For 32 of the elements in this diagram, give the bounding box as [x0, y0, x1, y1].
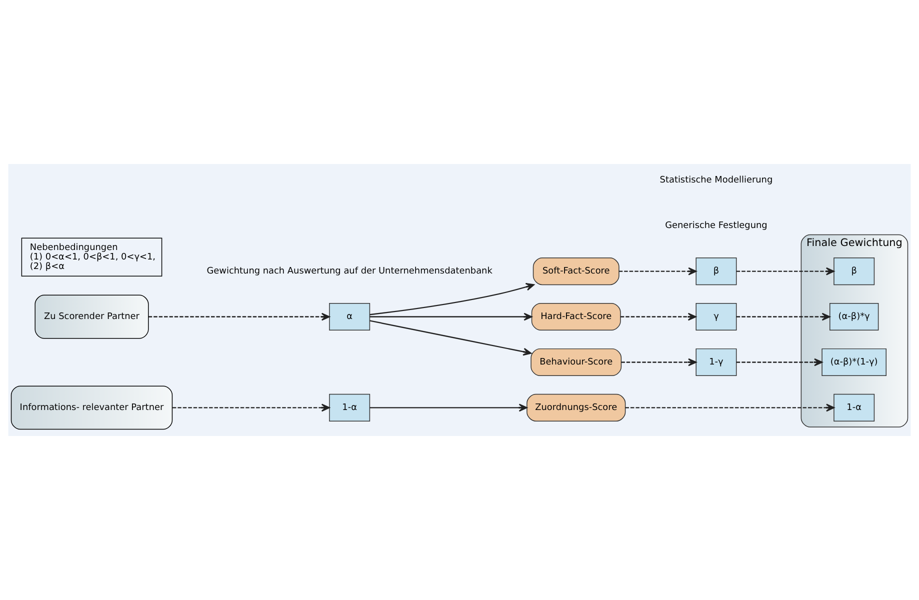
arrow: [620, 312, 696, 321]
node-box: γ: [696, 302, 737, 331]
arrow: [736, 267, 834, 276]
label: Statistische Modellierung: [660, 176, 773, 186]
arrow: [148, 312, 330, 321]
node-box: Nebenbedingungen (1) 0<α<1, 0<β<1, 0<γ<1, (2) β<α: [21, 238, 162, 277]
arrow: [370, 404, 528, 412]
arrow: [625, 404, 835, 412]
arrow: [370, 320, 532, 356]
node-box: (α-β)*(1-γ): [822, 348, 886, 376]
arrow: [370, 283, 534, 316]
node-box: 1-α: [329, 394, 370, 422]
node-box: α: [329, 302, 370, 331]
label: Gewichtung nach Auswertung auf der Unternehmensdatenbank: [206, 266, 492, 277]
node-box: Soft-Fact-Score: [532, 258, 620, 286]
arrow: [736, 358, 823, 366]
node-box: 1-γ: [696, 348, 737, 376]
node-box: Zu Scorender Partner: [34, 294, 149, 339]
node-box: β: [696, 258, 737, 286]
node-box: β: [834, 258, 875, 286]
node-box: (α-β)*γ: [830, 302, 879, 331]
node-box: Behaviour-Score: [530, 348, 622, 376]
node-box: Informations- relevanter Partner: [10, 386, 173, 430]
node-box: 1-α: [834, 394, 875, 422]
arrow: [736, 312, 830, 321]
node-box: Hard-Fact-Score: [531, 302, 621, 331]
arrow: [172, 404, 330, 412]
arrow: [621, 358, 697, 366]
label: Generische Festlegung: [665, 221, 768, 232]
arrow: [370, 312, 532, 321]
arrow: [619, 267, 697, 276]
node-box: Zuordnungs-Score: [526, 394, 626, 422]
